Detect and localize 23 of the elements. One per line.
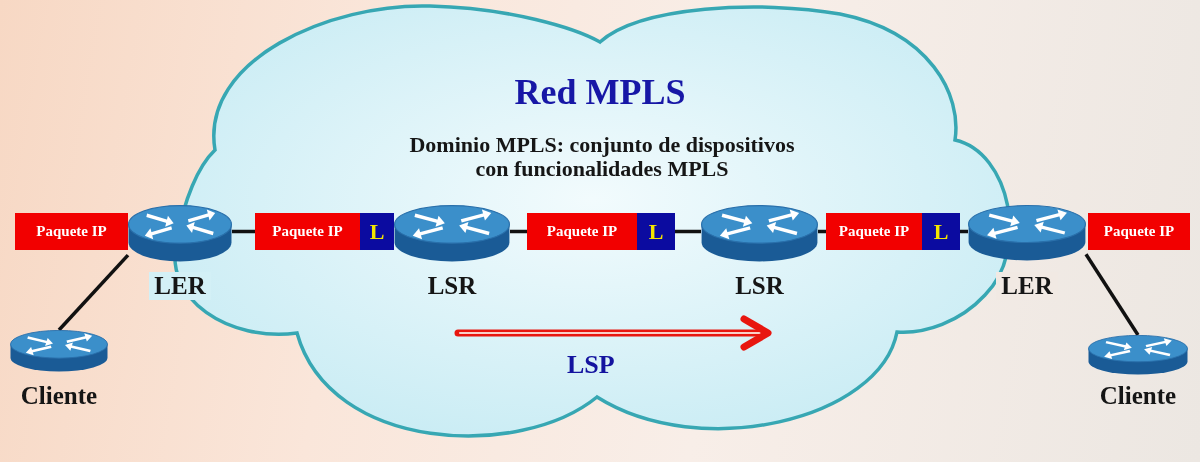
connector-line (960, 229, 968, 234)
arrow-label: LSP (567, 351, 615, 379)
ip-packet: Paquete IP (255, 213, 360, 250)
mpls-label: L (922, 213, 960, 250)
router-name: LSR (426, 272, 478, 300)
connector-line (675, 229, 701, 234)
router-name: LSR (734, 272, 785, 300)
connector-line (818, 229, 826, 234)
connector-line (510, 229, 527, 234)
ip-packet: Paquete IP (15, 213, 128, 250)
ip-packet: Paquete IP (826, 213, 922, 250)
router-name: Cliente (19, 382, 99, 410)
mpls-label: L (360, 213, 394, 250)
connector-line (57, 253, 130, 332)
cloud-title: Red MPLS (514, 72, 686, 112)
router-name: LER (149, 272, 211, 300)
mpls-label: L (637, 213, 675, 250)
connector-line (1084, 253, 1140, 336)
ip-packet: Paquete IP (1088, 213, 1190, 250)
cloud-description: Dominio MPLS: conjunto de dispositivos con funcionalidades MPLS (408, 133, 796, 181)
ip-packet: Paquete IP (527, 213, 637, 250)
connector-line (232, 229, 255, 234)
router-name: Cliente (1098, 382, 1178, 410)
